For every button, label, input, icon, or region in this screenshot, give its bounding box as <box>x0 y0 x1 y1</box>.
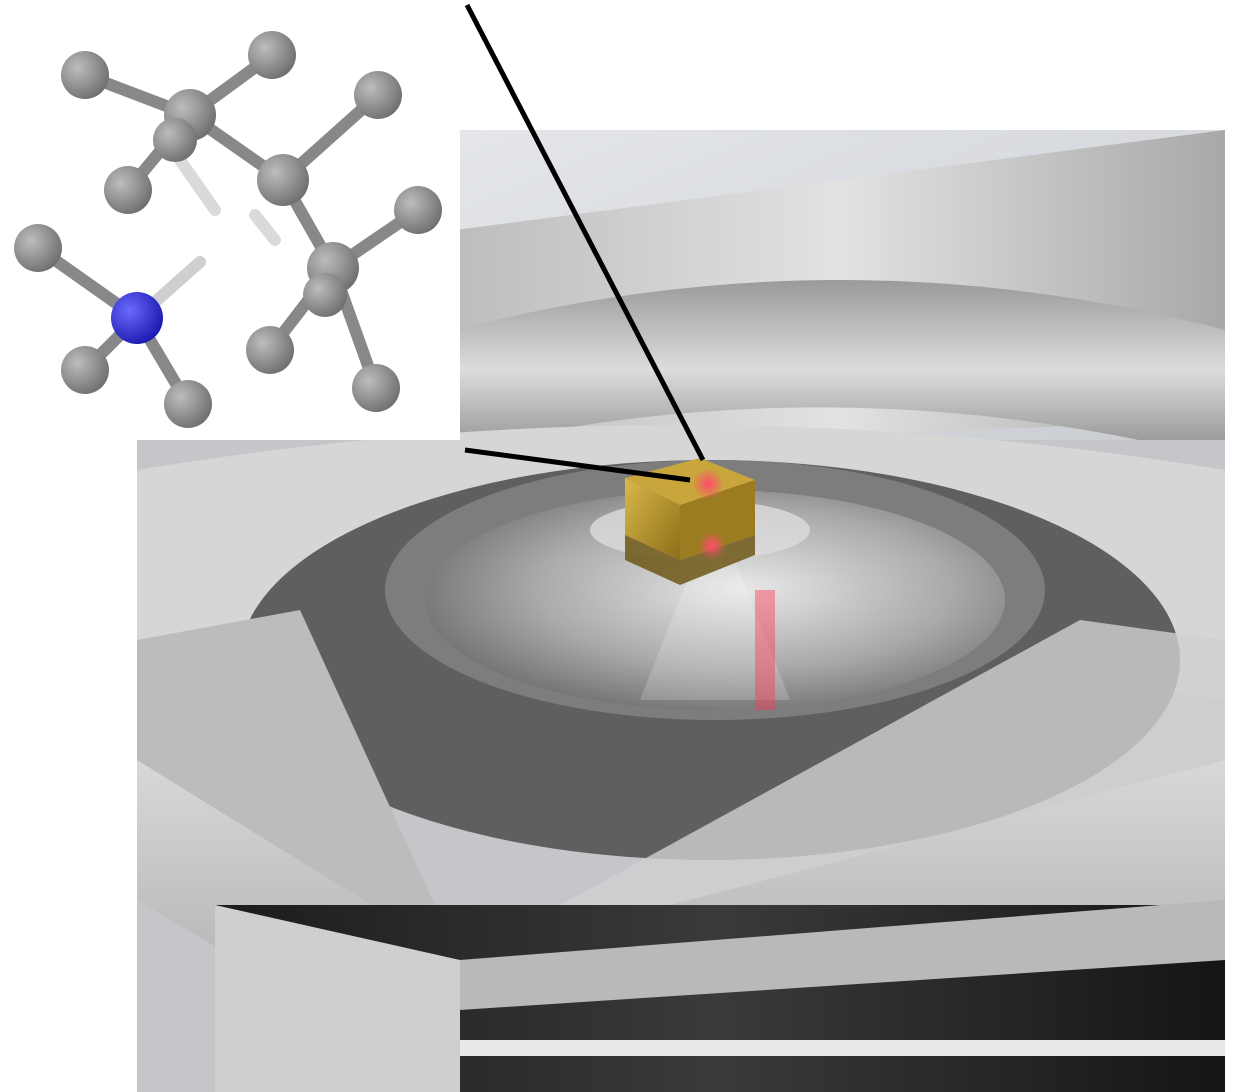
frame-lower-edge <box>460 900 1225 1010</box>
laser-spot-top <box>692 468 724 500</box>
nitrogen-atom <box>111 292 163 344</box>
anvil-reflection <box>640 510 790 700</box>
diamond-anvil-disk <box>425 490 1005 710</box>
metal-frame-left <box>137 610 460 960</box>
laser-spot-bottom <box>698 532 726 560</box>
laser-streak <box>755 590 775 710</box>
crystal-left-face <box>625 478 680 560</box>
molecule-ball-and-stick-icon <box>0 0 460 440</box>
cylinder-left-shadow <box>215 905 460 1092</box>
carbon-atoms <box>14 31 442 428</box>
cylinder-band <box>215 1040 1225 1056</box>
metal-frame-right <box>460 620 1225 960</box>
crystal-right-face <box>680 480 755 560</box>
